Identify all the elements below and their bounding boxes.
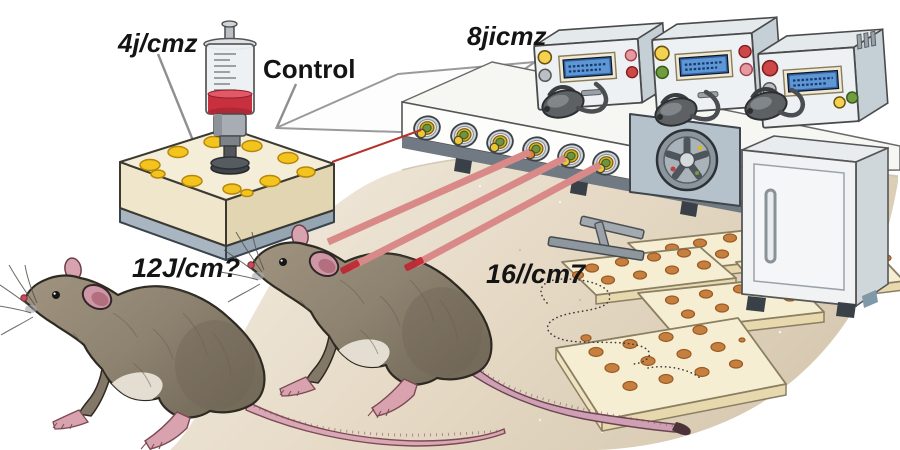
console-button-red (625, 66, 639, 79)
handpiece-3 (744, 87, 788, 121)
dose4-leader-line (156, 53, 198, 149)
console-button-red (738, 44, 752, 59)
equipment-cabinet (741, 135, 889, 318)
laser-handpieces (541, 81, 805, 127)
t-tool (547, 215, 645, 261)
console-knob (538, 68, 552, 83)
bench-feet (454, 158, 698, 217)
board-5 (555, 317, 787, 432)
laser-beam-2 (349, 154, 567, 271)
console-button-yellow (537, 49, 553, 65)
laser-beams (326, 148, 602, 274)
console-button-pink (739, 62, 753, 77)
label-dose-12: 12J/cm? (132, 253, 240, 283)
console-button-pink (624, 49, 638, 62)
dotted-trail (540, 278, 701, 379)
cabinet-handle (764, 188, 777, 264)
label-dose-4: 4j/cmz (117, 28, 198, 58)
syringe (203, 20, 257, 175)
console-button-red (761, 59, 779, 77)
tail-tip (672, 422, 691, 436)
syringe-liquid (208, 94, 252, 112)
label-dose-8: 8jicmz (467, 21, 547, 51)
control-leader-line (275, 83, 298, 128)
vents (856, 30, 877, 50)
syringe-scale (214, 53, 236, 91)
console-button-green (655, 65, 670, 80)
well-spots (139, 135, 316, 198)
cooling-fan (655, 128, 719, 192)
laser-beam-1 (326, 148, 532, 246)
fiber-port-2 (450, 122, 478, 148)
fiber-port-3 (486, 129, 514, 155)
rat-2-tail (467, 362, 691, 436)
handpiece-1 (541, 85, 585, 119)
laser-spot-back (404, 257, 424, 271)
console-button-yellow (654, 45, 670, 62)
label-dose-16: 16//cm7 (486, 259, 587, 289)
well-plate-block (119, 127, 335, 261)
laser-beam-thin (331, 129, 422, 163)
handpiece-2 (654, 93, 698, 127)
fan-unit (629, 113, 741, 207)
laser-spot-neck (340, 260, 360, 274)
label-control: Control (263, 54, 355, 84)
laser-beam-3 (414, 161, 602, 268)
rat-1-tail (245, 400, 506, 447)
console-button-green (846, 91, 859, 104)
console-button-yellow (833, 96, 846, 109)
